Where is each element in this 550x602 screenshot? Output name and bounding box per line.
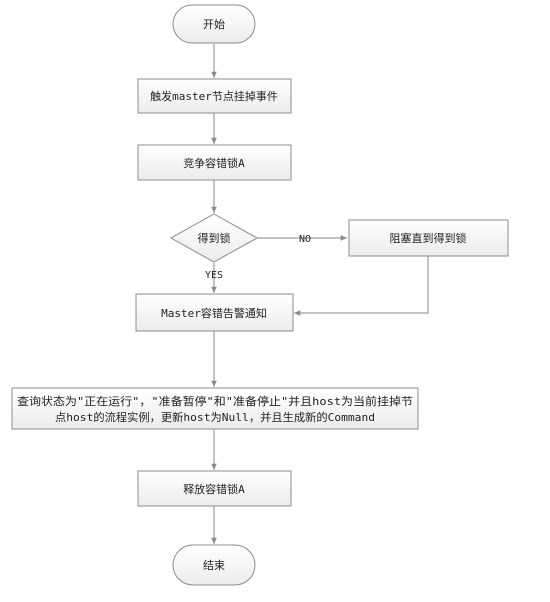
compete-node: 竞争容错锁A xyxy=(137,144,292,181)
start-node: 开始 xyxy=(172,4,256,44)
alert-node: Master容错告警通知 xyxy=(135,293,294,332)
trigger-label: 触发master节点挂掉事件 xyxy=(150,89,278,103)
block-node: 阻塞直到得到锁 xyxy=(348,219,509,257)
release-label: 释放容错锁A xyxy=(183,482,245,496)
edge-label-no: NO xyxy=(299,234,311,245)
query-label-line-2: 点host的流程实例，更新host为Null，并且生成新的Command xyxy=(55,410,375,424)
query-label-line-1: 查询状态为"正在运行"，"准备暂停"和"准备停止"并且host为当前挂掉节 xyxy=(17,394,413,408)
block-label: 阻塞直到得到锁 xyxy=(390,231,467,245)
query-node: 查询状态为"正在运行"，"准备暂停"和"准备停止"并且host为当前挂掉节 点h… xyxy=(11,387,419,430)
decision-label: 得到锁 xyxy=(198,231,231,245)
end-label: 结束 xyxy=(203,559,225,572)
release-node: 释放容错锁A xyxy=(137,470,292,507)
compete-label: 竞争容错锁A xyxy=(183,156,245,170)
edge-block-alert xyxy=(294,256,429,316)
decision-node: 得到锁 xyxy=(169,213,259,263)
start-label: 开始 xyxy=(203,17,225,31)
edge-label-yes: YES xyxy=(205,270,223,281)
end-node: 结束 xyxy=(172,544,256,586)
alert-label: Master容错告警通知 xyxy=(161,306,267,320)
trigger-node: 触发master节点挂掉事件 xyxy=(137,78,292,114)
